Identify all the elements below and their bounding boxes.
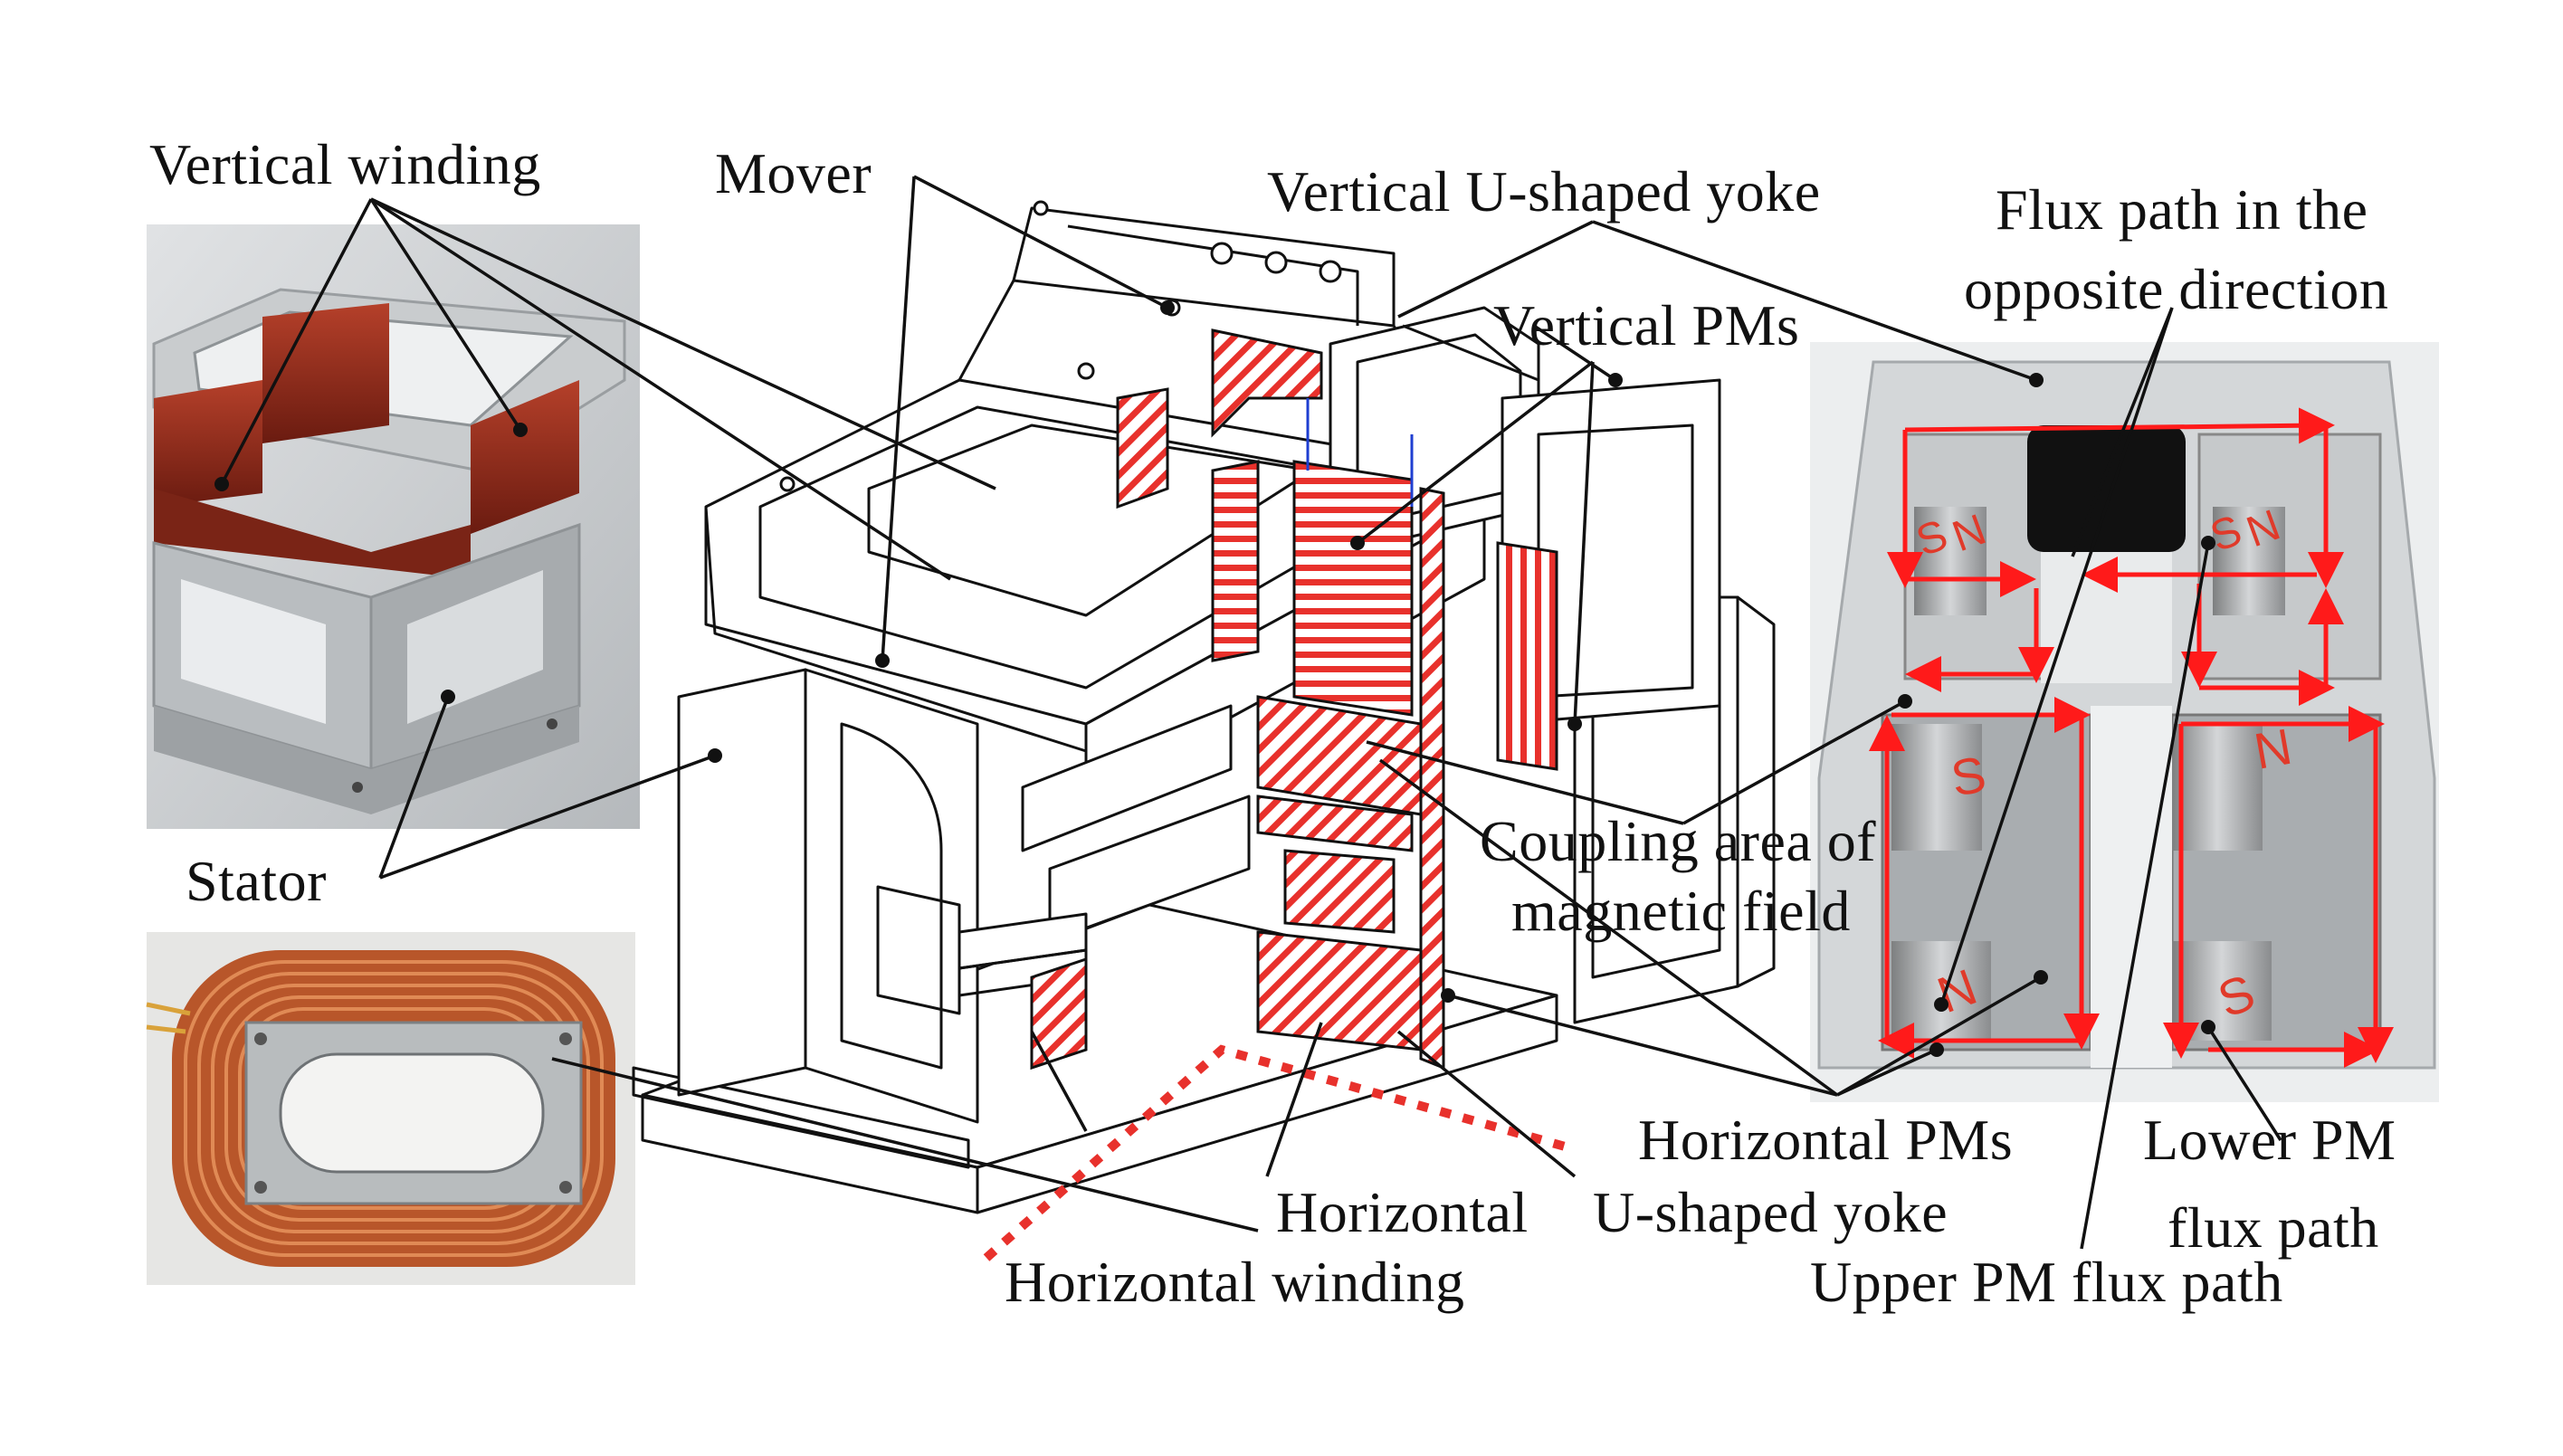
label-mover: Mover bbox=[715, 141, 872, 205]
label-vertical-pms: Vertical PMs bbox=[1493, 293, 1800, 357]
axis-marks bbox=[1306, 398, 1414, 507]
vertical-pm-center bbox=[1292, 460, 1414, 717]
label-lower-pm-1: Lower PM bbox=[2143, 1108, 2396, 1172]
mover-photo: S N S N N S N S bbox=[1810, 342, 2439, 1102]
horizontal-winding-photo bbox=[146, 932, 635, 1285]
label-horizontal: Horizontal bbox=[1276, 1180, 1529, 1244]
label-horizontal-pms: Horizontal PMs bbox=[1638, 1108, 2014, 1172]
label-lower-pm-2: flux path bbox=[2168, 1195, 2379, 1260]
vertical-pm-left bbox=[1211, 460, 1260, 662]
vertical-winding-photo bbox=[147, 224, 640, 829]
yoke-right-sliver bbox=[1419, 487, 1445, 1071]
sectioned-parts bbox=[983, 328, 1577, 1261]
label-flux-opposite-2: opposite direction bbox=[1964, 257, 2389, 321]
label-coupling-1: Coupling area of bbox=[1480, 809, 1877, 873]
horizontal-pm-upper bbox=[1256, 695, 1423, 816]
vertical-pm-right bbox=[1496, 541, 1558, 771]
label-horizontal-winding: Horizontal winding bbox=[1005, 1250, 1465, 1314]
label-vertical-winding: Vertical winding bbox=[149, 132, 541, 196]
leader-lines bbox=[220, 175, 2282, 1250]
label-u-shaped-yoke: U-shaped yoke bbox=[1593, 1180, 1948, 1244]
base-section-edge bbox=[983, 1044, 1577, 1261]
yoke-section-left-arm bbox=[1116, 387, 1169, 509]
horizontal-pm-mid bbox=[1256, 795, 1414, 852]
label-stator: Stator bbox=[186, 849, 327, 913]
label-coupling-2: magnetic field bbox=[1511, 879, 1851, 943]
u-yoke-bottom bbox=[1256, 930, 1423, 1052]
label-vertical-u-yoke: Vertical U-shaped yoke bbox=[1267, 159, 1821, 224]
label-flux-opposite-1: Flux path in the bbox=[1996, 177, 2368, 242]
winding-section-left bbox=[1030, 956, 1088, 1071]
horizontal-pm-lower bbox=[1283, 849, 1396, 934]
leader-dots bbox=[214, 300, 2215, 1057]
yoke-section-top bbox=[1211, 328, 1323, 438]
label-upper-pm-flux: Upper PM flux path bbox=[1810, 1250, 2283, 1314]
